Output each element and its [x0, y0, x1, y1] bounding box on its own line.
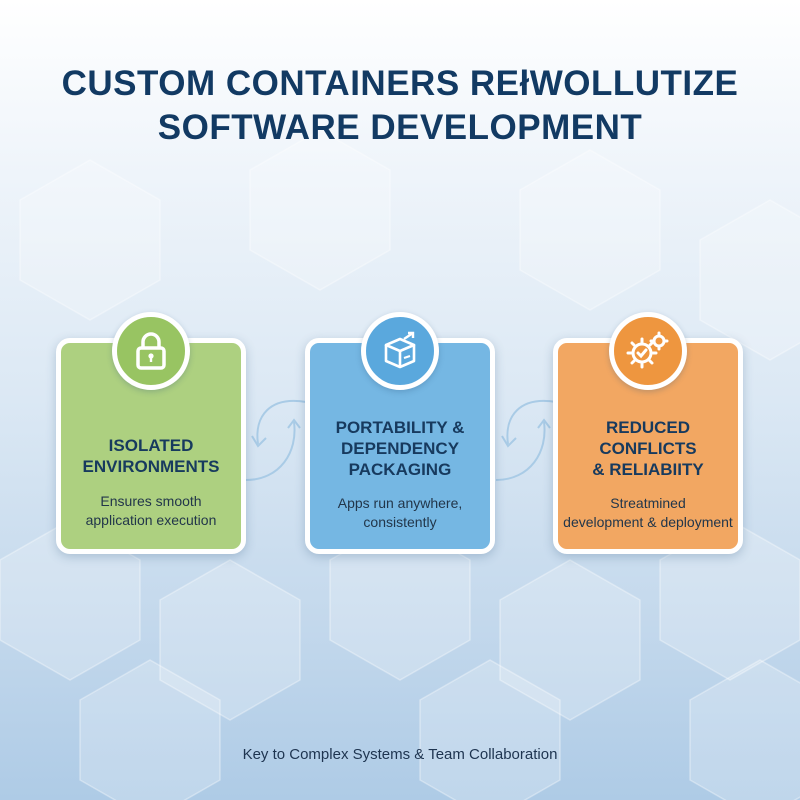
package-box-icon-badge	[361, 312, 439, 390]
card-isolated-environments: ISOLATED ENVIRONMENTS Ensures smooth app…	[56, 338, 246, 554]
card-description: Streatmined development & deployment	[563, 495, 733, 530]
card-title: REDUCED CONFLICTS & RELIABIITY	[592, 418, 704, 479]
title-line-1: CUSTOM CONTAINERS REłWOLLUTIZE	[61, 64, 739, 103]
card-title: PORTABILITY & DEPENDENCY PACKAGING	[335, 418, 465, 479]
card-description: Apps run anywhere, consistently	[337, 495, 463, 530]
connector-arrow-1	[245, 399, 307, 481]
gears-check-icon	[626, 331, 669, 369]
title-line-2: SOFTWARE DEVELOPMENT	[157, 108, 643, 147]
connector-arrow-2	[495, 399, 557, 481]
gears-check-icon-badge	[609, 312, 687, 390]
padlock-icon	[136, 332, 166, 370]
page-title: CUSTOM CONTAINERS REłWOLLUTIZE SOFTWARE …	[0, 62, 800, 150]
card-description: Ensures smooth application execution	[85, 493, 217, 528]
padlock-icon-badge	[112, 312, 190, 390]
card-title: ISOLATED ENVIRONMENTS	[82, 436, 220, 476]
footer-caption: Key to Complex Systems & Team Collaborat…	[242, 746, 558, 763]
package-box-icon	[384, 331, 416, 369]
